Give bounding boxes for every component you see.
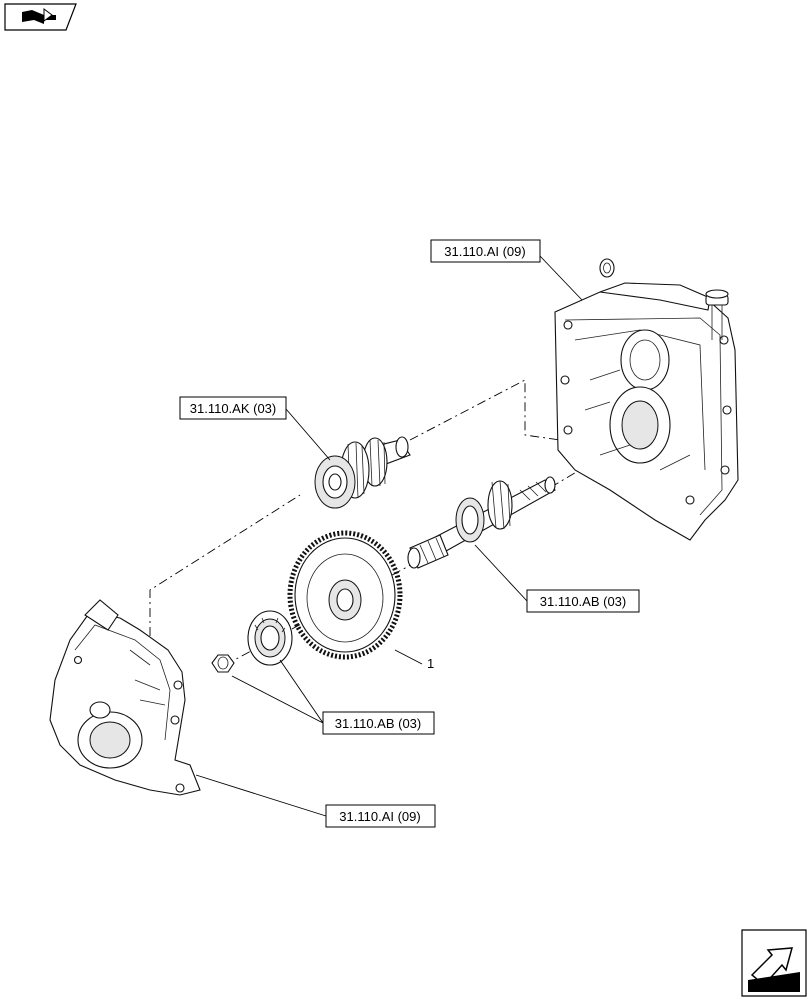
ref-label-housing-top[interactable]: 31.110.AI (09) xyxy=(430,239,541,263)
nut xyxy=(211,654,235,673)
book-arrow-icon[interactable] xyxy=(4,3,77,31)
driven-gear xyxy=(287,530,403,660)
gear-item-number: 1 xyxy=(427,656,434,671)
ref-label-shaft-assembly[interactable]: 31.110.AK (03) xyxy=(179,396,287,420)
leader-lines xyxy=(195,255,583,817)
bearing xyxy=(247,610,293,666)
svg-text:31.110.AK (03): 31.110.AK (03) xyxy=(190,401,276,416)
svg-text:31.110.AB (03): 31.110.AB (03) xyxy=(540,594,626,609)
svg-text:31.110.AB (03): 31.110.AB (03) xyxy=(335,716,421,731)
rear-housing xyxy=(554,258,739,541)
ref-label-housing-bottom[interactable]: 31.110.AI (09) xyxy=(325,804,436,828)
front-housing xyxy=(49,599,201,796)
ref-label-bearing-nut[interactable]: 31.110.AB (03) xyxy=(322,711,435,735)
svg-text:31.110.AI (09): 31.110.AI (09) xyxy=(339,809,420,824)
svg-text:31.110.AI (09): 31.110.AI (09) xyxy=(444,244,525,259)
next-page-arrow-icon[interactable] xyxy=(741,929,807,997)
output-shaft xyxy=(407,476,556,569)
shaft-gear-assembly xyxy=(314,436,411,509)
ref-label-output-shaft[interactable]: 31.110.AB (03) xyxy=(526,589,640,613)
